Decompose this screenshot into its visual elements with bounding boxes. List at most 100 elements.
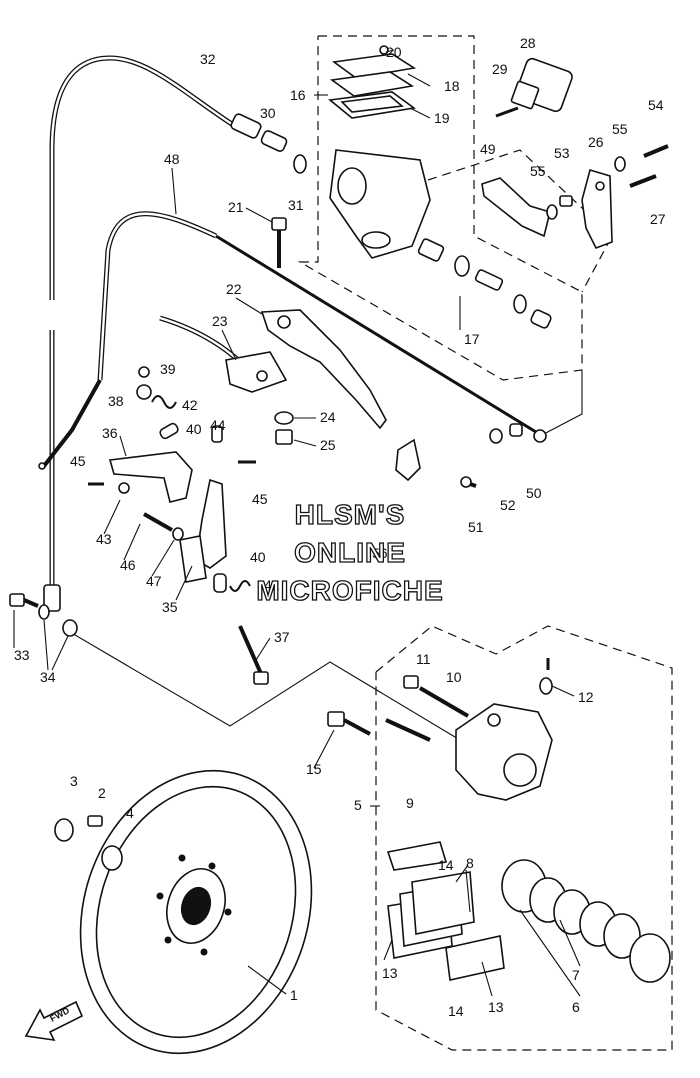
spring-and-rod <box>213 573 269 685</box>
callout-leaders <box>13 49 581 997</box>
parts-50-52 <box>460 423 523 488</box>
callout: 1 <box>290 987 298 1003</box>
callout: 20 <box>386 44 402 60</box>
fwd-arrow-icon: FWD <box>24 1000 84 1042</box>
callout: 49 <box>480 141 496 157</box>
bolt-15 <box>327 711 431 742</box>
cable-32 <box>43 55 307 612</box>
callout: 23 <box>212 313 228 329</box>
callout: 45 <box>252 491 268 507</box>
callout: 24 <box>320 409 336 425</box>
reservoir-cap <box>328 45 417 119</box>
bolt-33-washers-34 <box>9 593 78 637</box>
callout: 27 <box>650 211 666 227</box>
callout: 32 <box>200 51 216 67</box>
brake-lever-22 <box>225 309 387 430</box>
callout: 28 <box>520 35 536 51</box>
callout: 51 <box>468 519 484 535</box>
callout: 16 <box>290 87 306 103</box>
arm-36 <box>108 451 193 503</box>
callout: 55 <box>612 121 628 137</box>
piston-kit <box>417 238 552 329</box>
pins-44-45 <box>88 425 256 486</box>
bolts-27-54 <box>629 144 669 188</box>
callout: 18 <box>444 78 460 94</box>
callout: 4 <box>126 805 134 821</box>
callout: 54 <box>648 97 664 113</box>
tag-56 <box>395 438 421 482</box>
callout: 25 <box>320 437 336 453</box>
callout: 46 <box>120 557 136 573</box>
callout: 6 <box>572 999 580 1015</box>
callout: 42 <box>182 397 198 413</box>
nuts-24-25 <box>274 411 294 445</box>
small-parts-38-42 <box>136 366 179 440</box>
callout: 30 <box>260 105 276 121</box>
callout-labels: 1 2 3 4 5 6 7 8 9 10 11 12 13 13 14 14 1… <box>14 35 666 1019</box>
callout: 31 <box>288 197 304 213</box>
callout: 40 <box>186 421 202 437</box>
callout: 36 <box>102 425 118 441</box>
callout: 38 <box>108 393 124 409</box>
bracket-26 <box>546 156 626 250</box>
callout: 43 <box>96 531 112 547</box>
master-cylinder <box>329 149 431 259</box>
callout: 52 <box>500 497 516 513</box>
watermark: HLSM'S ONLINE MICROFICHE <box>256 498 444 606</box>
callout: 44 <box>210 417 226 433</box>
callout: 3 <box>70 773 78 789</box>
callout: 45 <box>70 453 86 469</box>
leader-lines <box>69 94 583 807</box>
lever-35 <box>179 478 227 583</box>
lever-49 <box>481 177 551 238</box>
callout: 15 <box>306 761 322 777</box>
switch-28 <box>495 57 573 118</box>
watermark-line3: MICROFICHE <box>256 575 443 606</box>
brake-pads <box>386 841 505 981</box>
callout: 53 <box>554 145 570 161</box>
callout: 7 <box>572 967 580 983</box>
callout: 22 <box>226 281 242 297</box>
callout: 39 <box>160 361 176 377</box>
caliper-piston-seals <box>501 859 671 983</box>
callout: 9 <box>406 795 414 811</box>
callout: 11 <box>416 651 431 667</box>
callout: 47 <box>146 573 162 589</box>
cable-48 <box>38 211 547 470</box>
brake-caliper <box>455 658 553 801</box>
callout: 21 <box>228 199 244 215</box>
callout: 26 <box>588 134 604 150</box>
bolt-21 <box>271 217 287 268</box>
callout: 14 <box>438 857 454 873</box>
callout: 29 <box>492 61 508 77</box>
watermark-line1: HLSM'S <box>295 499 406 530</box>
callout: 10 <box>446 669 462 685</box>
callout: 37 <box>274 629 290 645</box>
callout: 34 <box>40 669 56 685</box>
callout: 13 <box>488 999 504 1015</box>
callout: 40 <box>250 549 266 565</box>
callout: 13 <box>382 965 398 981</box>
callout: 56 <box>372 545 388 561</box>
callout: 12 <box>578 689 594 705</box>
callout: 50 <box>526 485 542 501</box>
callout: 35 <box>162 599 178 615</box>
callout: 14 <box>448 1003 464 1019</box>
callout: 17 <box>464 331 480 347</box>
callout: 8 <box>466 855 474 871</box>
callout: 55 <box>530 163 546 179</box>
callout: 19 <box>434 110 450 126</box>
callout: 2 <box>98 785 106 801</box>
bolt-46 <box>143 512 184 541</box>
callout: 33 <box>14 647 30 663</box>
brake-disc <box>79 769 313 1055</box>
lever-assembly-group-boundary <box>427 149 613 293</box>
callout: 41 <box>264 577 280 593</box>
caliper-group-boundary <box>375 625 673 1051</box>
callout: 5 <box>354 797 362 813</box>
disc-fasteners-2-4 <box>54 815 123 871</box>
watermark-line2: ONLINE <box>294 537 406 568</box>
pins-10-11 <box>403 675 470 718</box>
callout: 48 <box>164 151 180 167</box>
